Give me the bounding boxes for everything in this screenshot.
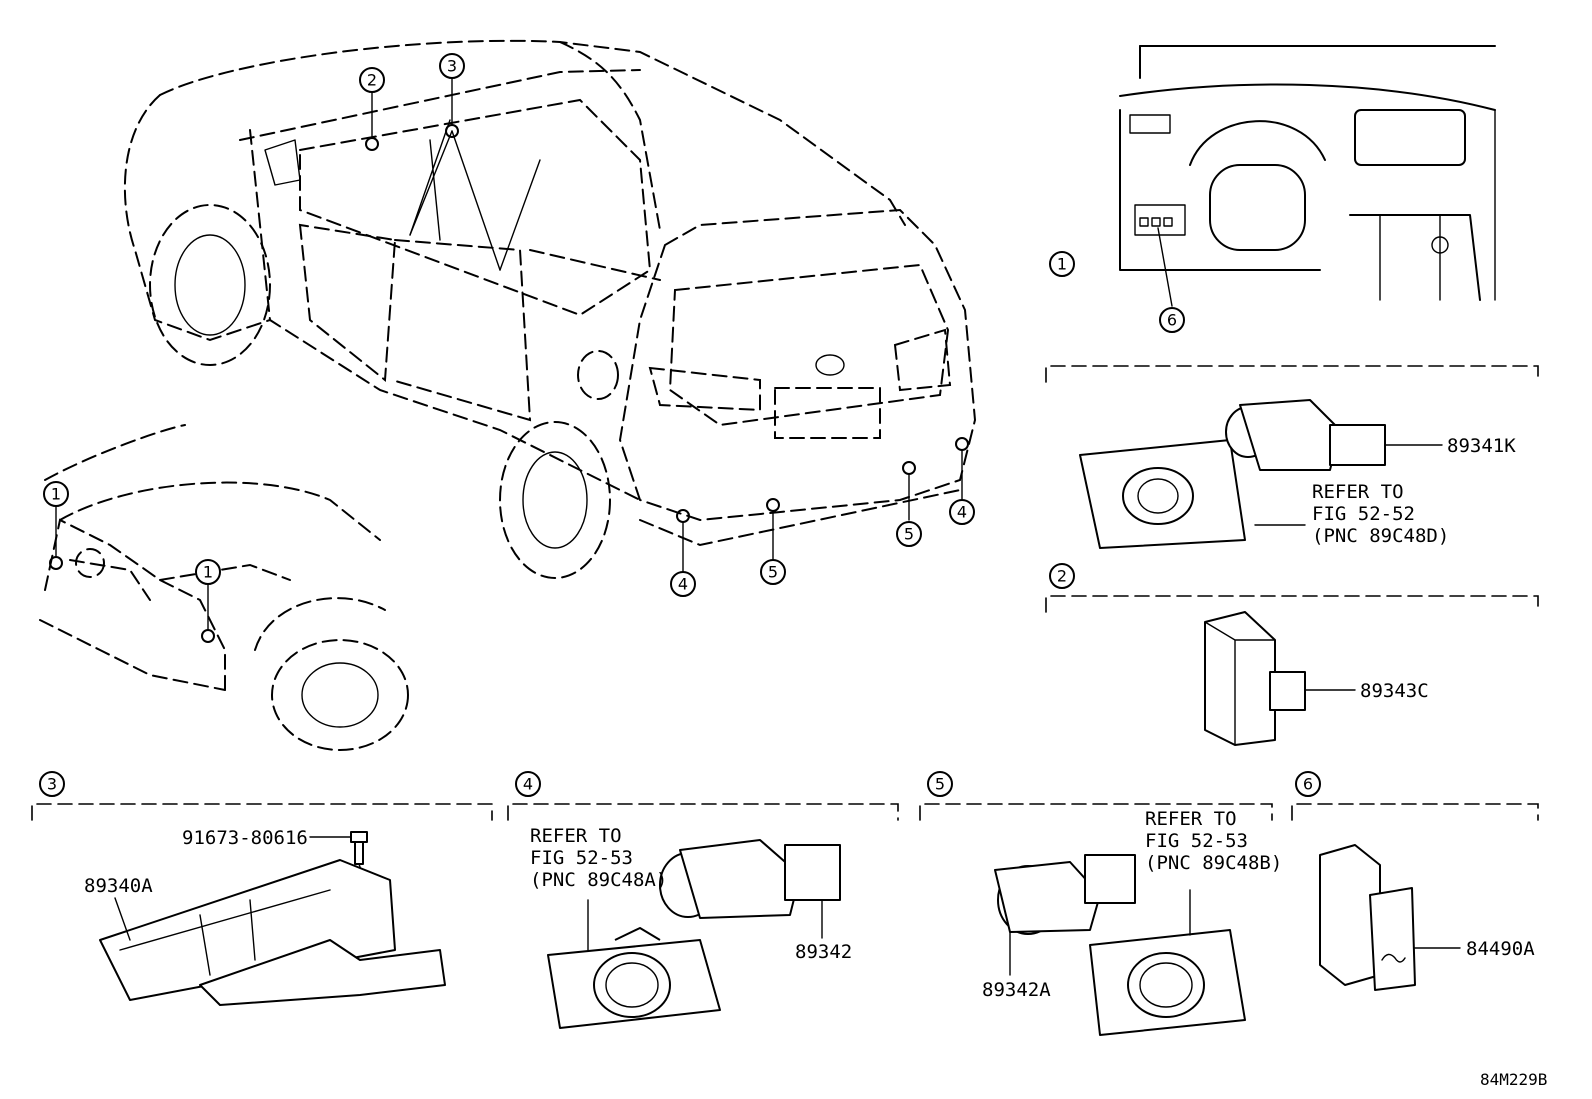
svg-text:4: 4 <box>957 503 967 522</box>
callout-2-top: 2 <box>359 67 385 93</box>
vehicle-rear-view <box>123 39 977 579</box>
callout-4-right: 4 <box>949 499 975 525</box>
svg-text:4: 4 <box>678 575 688 594</box>
part-89342: 89342 <box>795 941 852 963</box>
part-89342A: 89342A <box>982 979 1051 1001</box>
part-89341K: 89341K <box>1447 435 1516 457</box>
part-89340A: 89340A <box>84 875 153 897</box>
callout-4-left: 4 <box>670 571 696 597</box>
svg-text:4: 4 <box>523 775 533 794</box>
s4-refer-line2: FIG 52-53 <box>530 847 633 869</box>
s5-refer-line2: FIG 52-53 <box>1145 830 1248 852</box>
part-89343C: 89343C <box>1360 680 1429 702</box>
dashboard-view <box>1119 45 1496 301</box>
svg-text:1: 1 <box>51 485 61 504</box>
svg-text:5: 5 <box>904 525 914 544</box>
part-84490A: 84490A <box>1466 938 1535 960</box>
section-3: 3 <box>31 771 493 1006</box>
section-2: 2 <box>1045 563 1539 746</box>
svg-text:1: 1 <box>203 563 213 582</box>
s5-refer-line3: (PNC 89C48B) <box>1145 852 1282 874</box>
sensor-markers-front <box>49 505 215 643</box>
svg-text:2: 2 <box>1057 567 1067 586</box>
section-5: 5 <box>919 771 1273 1036</box>
svg-text:5: 5 <box>768 563 778 582</box>
s1-refer-line1: REFER TO <box>1312 481 1404 503</box>
svg-text:1: 1 <box>1057 255 1067 274</box>
sensor-markers-rear <box>365 77 969 573</box>
section-4: 4 <box>507 771 899 1029</box>
svg-text:2: 2 <box>367 71 377 90</box>
callout-6-dash: 6 <box>1159 307 1185 333</box>
svg-text:3: 3 <box>447 57 457 76</box>
s1-refer-line3: (PNC 89C48D) <box>1312 525 1449 547</box>
callout-1-front-right: 1 <box>195 559 221 585</box>
bolt-91673-80616: 91673-80616 <box>182 827 308 849</box>
callout-1-front-left: 1 <box>43 481 69 507</box>
svg-text:5: 5 <box>935 775 945 794</box>
s4-refer-line3: (PNC 89C48A) <box>530 869 667 891</box>
callout-3-top: 3 <box>439 53 465 79</box>
callout-5-left: 5 <box>760 559 786 585</box>
vehicle-front-view <box>39 424 409 751</box>
s1-refer-line2: FIG 52-52 <box>1312 503 1415 525</box>
svg-text:6: 6 <box>1303 775 1313 794</box>
svg-text:3: 3 <box>47 775 57 794</box>
svg-text:6: 6 <box>1167 311 1177 330</box>
callout-5-right: 5 <box>896 521 922 547</box>
diagram-code: 84M229B <box>1480 1070 1547 1089</box>
s5-refer-line1: REFER TO <box>1145 808 1237 830</box>
section-6: 6 <box>1291 771 1539 991</box>
s4-refer-line1: REFER TO <box>530 825 622 847</box>
section-1: 1 <box>1045 251 1539 549</box>
